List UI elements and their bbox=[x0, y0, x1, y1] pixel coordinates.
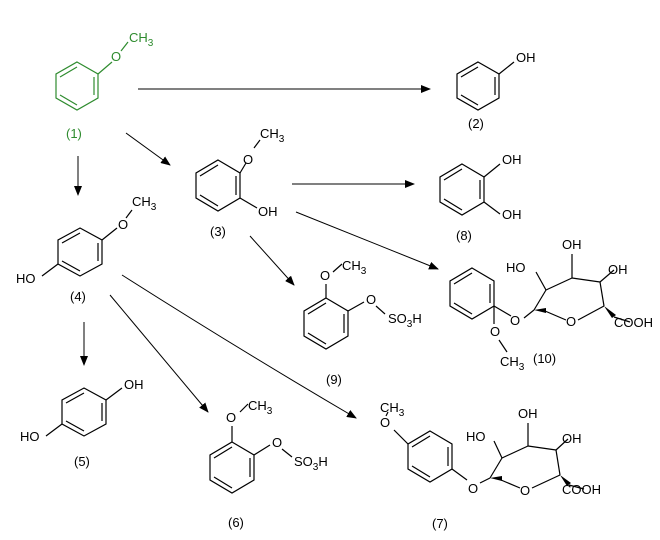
oxygen-label: O bbox=[118, 217, 128, 232]
methyl-label: CH3 bbox=[132, 194, 157, 213]
compound-10-label: (10) bbox=[533, 351, 556, 366]
methyl-label: CH3 bbox=[380, 400, 405, 419]
compound-8-catechol: OH OH (8) bbox=[439, 152, 522, 243]
sulfonate-label: SO3H bbox=[294, 454, 328, 473]
hydroxyl-label: OH bbox=[518, 406, 538, 421]
compound-6-sulfate: O CH3 O SO3H (6) bbox=[209, 398, 328, 530]
hydroxyl-label: HO bbox=[16, 271, 36, 286]
compound-2-phenol: OH (2) bbox=[456, 50, 536, 131]
oxygen-label: O bbox=[243, 152, 253, 167]
oxygen-label: O bbox=[468, 481, 478, 496]
arrow-1-to-3 bbox=[125, 132, 171, 166]
compound-9-guaiacol-sulfate: O CH3 O SO3H (9) bbox=[303, 258, 422, 387]
sulfonate-label: SO3H bbox=[388, 311, 422, 330]
methyl-label: CH3 bbox=[129, 30, 154, 49]
hydroxyl-label: OH bbox=[502, 152, 522, 167]
methyl-label: CH3 bbox=[500, 354, 525, 373]
hydroxyl-label: HO bbox=[466, 429, 486, 444]
compound-5-label: (5) bbox=[74, 454, 90, 469]
compound-10-glucuronide: O O O CH3 HO OH OH COOH (10) bbox=[449, 237, 653, 373]
hydroxyl-label: OH bbox=[608, 262, 628, 277]
carboxyl-label: COOH bbox=[562, 482, 601, 497]
hydroxyl-label: OH bbox=[258, 204, 278, 219]
compound-7-label: (7) bbox=[432, 516, 448, 531]
compound-1-label: (1) bbox=[66, 126, 82, 141]
hydroxyl-label: OH bbox=[124, 377, 144, 392]
methyl-label: CH3 bbox=[260, 126, 285, 145]
compound-6-label: (6) bbox=[228, 515, 244, 530]
oxygen-label: O bbox=[272, 435, 282, 450]
compound-4-label: (4) bbox=[70, 289, 86, 304]
compound-2-label: (2) bbox=[468, 116, 484, 131]
compound-3-label: (3) bbox=[210, 224, 226, 239]
oxygen-label: O bbox=[320, 268, 330, 283]
arrow-4-to-7 bbox=[121, 274, 357, 419]
compound-4-methoxyphenol: O CH3 HO (4) bbox=[16, 194, 157, 304]
compound-7-glucuronide: O CH3 O O HO OH OH COOH (7) bbox=[380, 400, 601, 531]
compound-3-guaiacol: O CH3 OH (3) bbox=[195, 126, 285, 239]
reaction-arrows bbox=[74, 85, 439, 419]
carboxyl-label: COOH bbox=[614, 315, 653, 330]
oxygen-label: O bbox=[490, 324, 500, 339]
ring-oxygen-label: O bbox=[520, 483, 530, 498]
oxygen-label: O bbox=[226, 410, 236, 425]
hydroxyl-label: HO bbox=[506, 260, 526, 275]
arrow-3-to-9 bbox=[249, 235, 295, 286]
compound-1-anisole: O CH3 (1) bbox=[55, 30, 154, 141]
methyl-label: CH3 bbox=[248, 398, 273, 417]
oxygen-label: O bbox=[111, 49, 121, 64]
hydroxyl-label: OH bbox=[562, 431, 582, 446]
arrow-4-to-6 bbox=[109, 294, 209, 413]
ring-oxygen-label: O bbox=[566, 314, 576, 329]
hydroxyl-label: HO bbox=[20, 429, 40, 444]
hydroxyl-label: OH bbox=[502, 207, 522, 222]
oxygen-label: O bbox=[380, 415, 390, 430]
oxygen-label: O bbox=[366, 292, 376, 307]
arrow-3-to-10 bbox=[295, 211, 439, 270]
oxygen-label: O bbox=[510, 313, 520, 328]
compound-9-label: (9) bbox=[326, 372, 342, 387]
methyl-label: CH3 bbox=[342, 258, 367, 277]
compound-5-hydroquinone: OH HO (5) bbox=[20, 377, 144, 469]
hydroxyl-label: OH bbox=[562, 237, 582, 252]
hydroxyl-label: OH bbox=[516, 50, 536, 65]
compound-8-label: (8) bbox=[456, 228, 472, 243]
